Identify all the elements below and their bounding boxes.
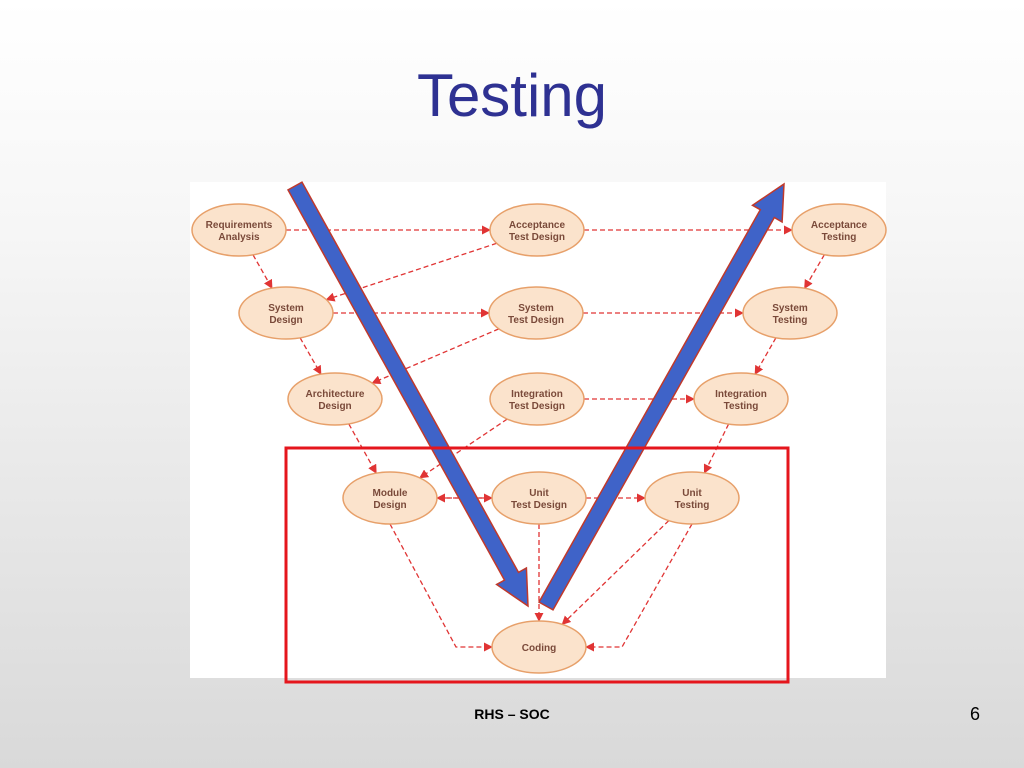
slide-title: Testing (416, 62, 608, 129)
dashed-arrow-acceptance-testing-to-system-testing (804, 254, 825, 290)
node-ellipse (191, 203, 287, 257)
node-label: Design (373, 500, 406, 511)
node-label: Analysis (218, 232, 260, 243)
node-ellipse (489, 203, 585, 257)
node-ellipse (491, 471, 587, 525)
node-label: Unit (682, 488, 702, 499)
node-label: Integration (715, 389, 767, 400)
dashed-arrow-requirements-analysis-to-system-design (252, 254, 273, 289)
dashed-arrow-system-testing-to-integration-testing (754, 337, 777, 375)
node-ellipse (238, 286, 334, 340)
node-label: System (772, 303, 808, 314)
node-coding: Coding (491, 620, 587, 674)
node-label: Test Design (509, 232, 565, 243)
node-ellipse (791, 203, 887, 257)
big-arrows (286, 181, 785, 611)
big-up-arrow (537, 182, 785, 611)
node-label: Architecture (306, 389, 365, 400)
node-ellipse (693, 372, 789, 426)
node-label: System (268, 303, 304, 314)
node-label: Integration (511, 389, 563, 400)
unit-level-highlight-box (284, 446, 790, 684)
dashed-arrow-unit-testing-to-coding (585, 523, 693, 652)
node-ellipse (488, 286, 584, 340)
node-label: Design (269, 315, 302, 326)
node-label: Test Design (508, 315, 564, 326)
node-label: Test Design (509, 401, 565, 412)
node-label: Coding (522, 643, 556, 654)
node-label: Requirements (206, 220, 273, 231)
dashed-arrow-unit-testing-to-coding (561, 520, 670, 626)
big-down-arrow (286, 181, 529, 608)
node-ellipse (342, 471, 438, 525)
node-label: Testing (724, 401, 759, 412)
node-ellipse (489, 372, 585, 426)
node-ellipse (491, 620, 587, 674)
dashed-arrow-module-design-to-coding (389, 523, 493, 652)
node-label: Unit (529, 488, 549, 499)
node-label: System (518, 303, 554, 314)
dashed-arrow-system-design-to-architecture-design (299, 337, 322, 375)
node-label: Acceptance (811, 220, 868, 231)
page-number: 6 (969, 704, 980, 724)
dashed-arrow-acceptance-test-design-to-system-design (325, 242, 497, 302)
node-label: Testing (675, 500, 710, 511)
node-label: Acceptance (509, 220, 566, 231)
node-label: Testing (773, 315, 808, 326)
node-label: Test Design (511, 500, 567, 511)
footer-text: RHS – SOC (474, 706, 550, 722)
node-label: Module (373, 488, 408, 499)
node-ellipse (644, 471, 740, 525)
node-ellipse (742, 286, 838, 340)
node-ellipse (287, 372, 383, 426)
node-label: Design (318, 401, 351, 412)
node-label: Testing (822, 232, 857, 243)
